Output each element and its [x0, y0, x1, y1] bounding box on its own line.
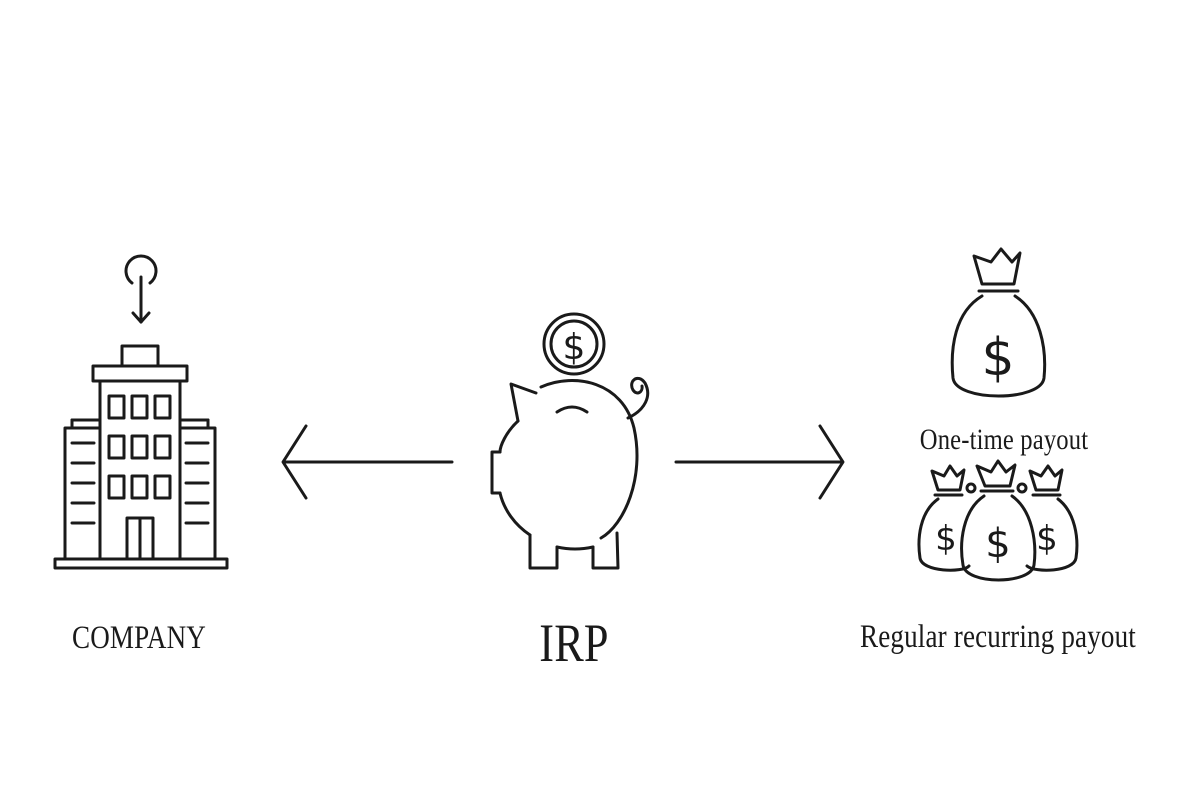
- center-bag-dollar-sign: $: [985, 521, 1010, 567]
- arrow-right-icon: [674, 424, 845, 500]
- money-bags-group-icon: [917, 459, 1079, 582]
- bag-dollar-sign: $: [981, 328, 1014, 388]
- one-time-payout-label: One-time payout: [919, 423, 1089, 456]
- company-label: COMPANY: [72, 620, 206, 656]
- coin-dollar-sign: $: [563, 327, 586, 368]
- money-bag-icon: [950, 247, 1047, 398]
- dollar-coin-icon: [542, 312, 606, 376]
- recurring-payout-label: Regular recurring payout: [860, 619, 1136, 655]
- deposit-arrow-icon: [124, 254, 158, 324]
- right-bag-dollar-sign: $: [1036, 519, 1058, 559]
- irp-label: IRP: [539, 613, 609, 673]
- arrow-left-icon: [281, 424, 454, 500]
- piggy-bank-icon: [490, 376, 650, 570]
- office-building-icon: [53, 344, 229, 570]
- left-bag-dollar-sign: $: [935, 519, 957, 559]
